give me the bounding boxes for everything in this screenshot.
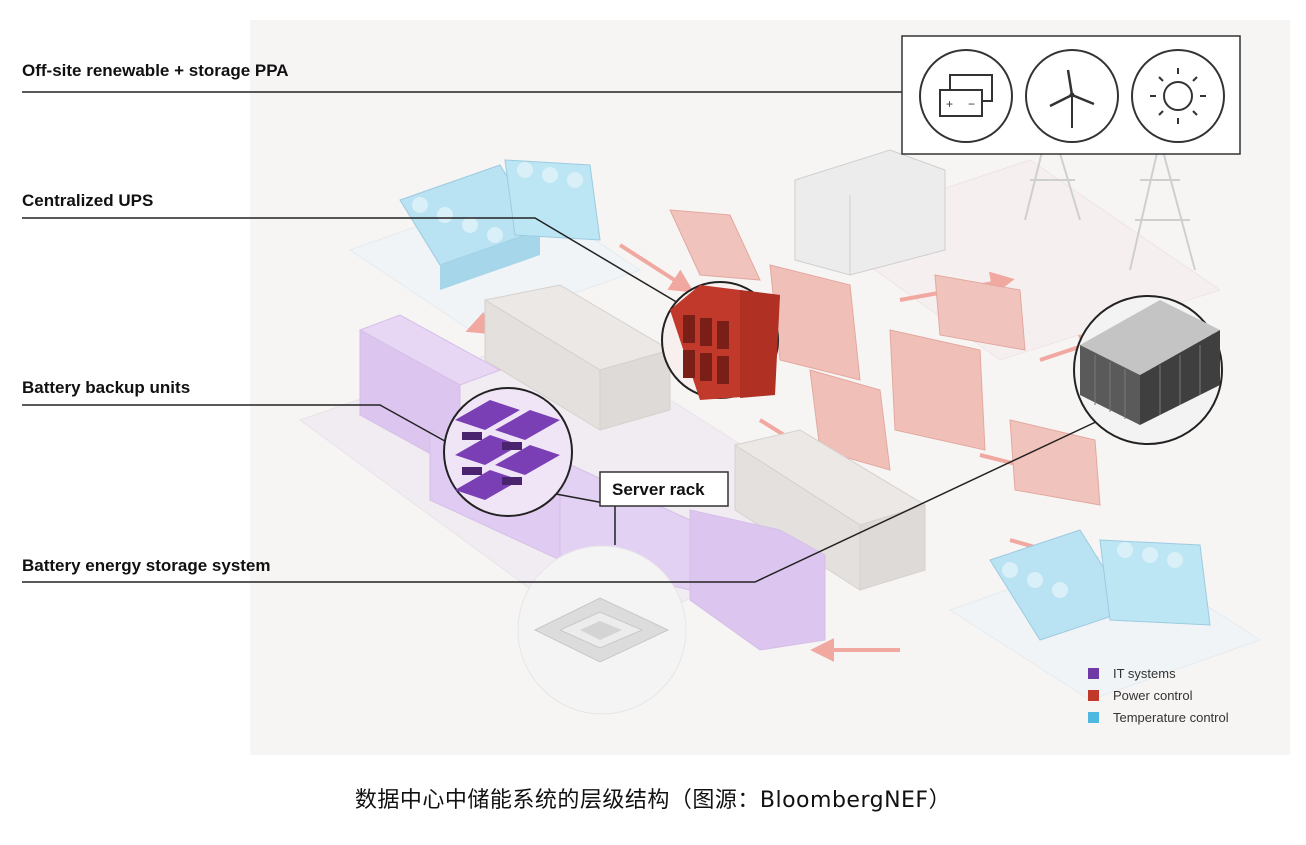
label-server-rack: Server rack <box>612 480 705 499</box>
sun-icon <box>1131 49 1225 143</box>
ups-closeup <box>661 281 780 400</box>
server-rack-rows <box>483 284 927 591</box>
label-battery-backup-units: Battery backup units <box>22 378 190 397</box>
power-control-units <box>669 209 1101 506</box>
ppa-icon-box: + − <box>901 35 1241 155</box>
legend-swatch-power <box>1088 690 1099 701</box>
cooling-unit-bottom-right <box>989 529 1211 641</box>
label-offsite-ppa: Off-site renewable + storage PPA <box>22 61 289 80</box>
label-centralized-ups: Centralized UPS <box>22 191 153 210</box>
legend-label-power: Power control <box>1113 688 1193 703</box>
server-rack-label-box: Server rack <box>599 471 729 507</box>
grid-equipment <box>794 119 1196 276</box>
wind-turbine-icon <box>1025 49 1119 143</box>
battery-icon: + − <box>919 49 1013 143</box>
legend-swatch-it <box>1088 668 1099 679</box>
svg-text:+: + <box>946 97 953 111</box>
battery-backup-closeup <box>443 387 573 517</box>
legend-swatch-temperature <box>1088 712 1099 723</box>
cooling-unit-top-left <box>399 159 601 290</box>
legend-label-temperature: Temperature control <box>1113 710 1229 725</box>
label-bess: Battery energy storage system <box>22 556 271 575</box>
svg-text:−: − <box>968 97 975 111</box>
bess-closeup <box>1073 295 1223 445</box>
figure-caption: 数据中心中储能系统的层级结构（图源：BloombergNEF） <box>354 788 952 813</box>
chip-closeup <box>517 545 687 715</box>
legend: IT systems Power control Temperature con… <box>1088 666 1229 725</box>
legend-label-it: IT systems <box>1113 666 1176 681</box>
